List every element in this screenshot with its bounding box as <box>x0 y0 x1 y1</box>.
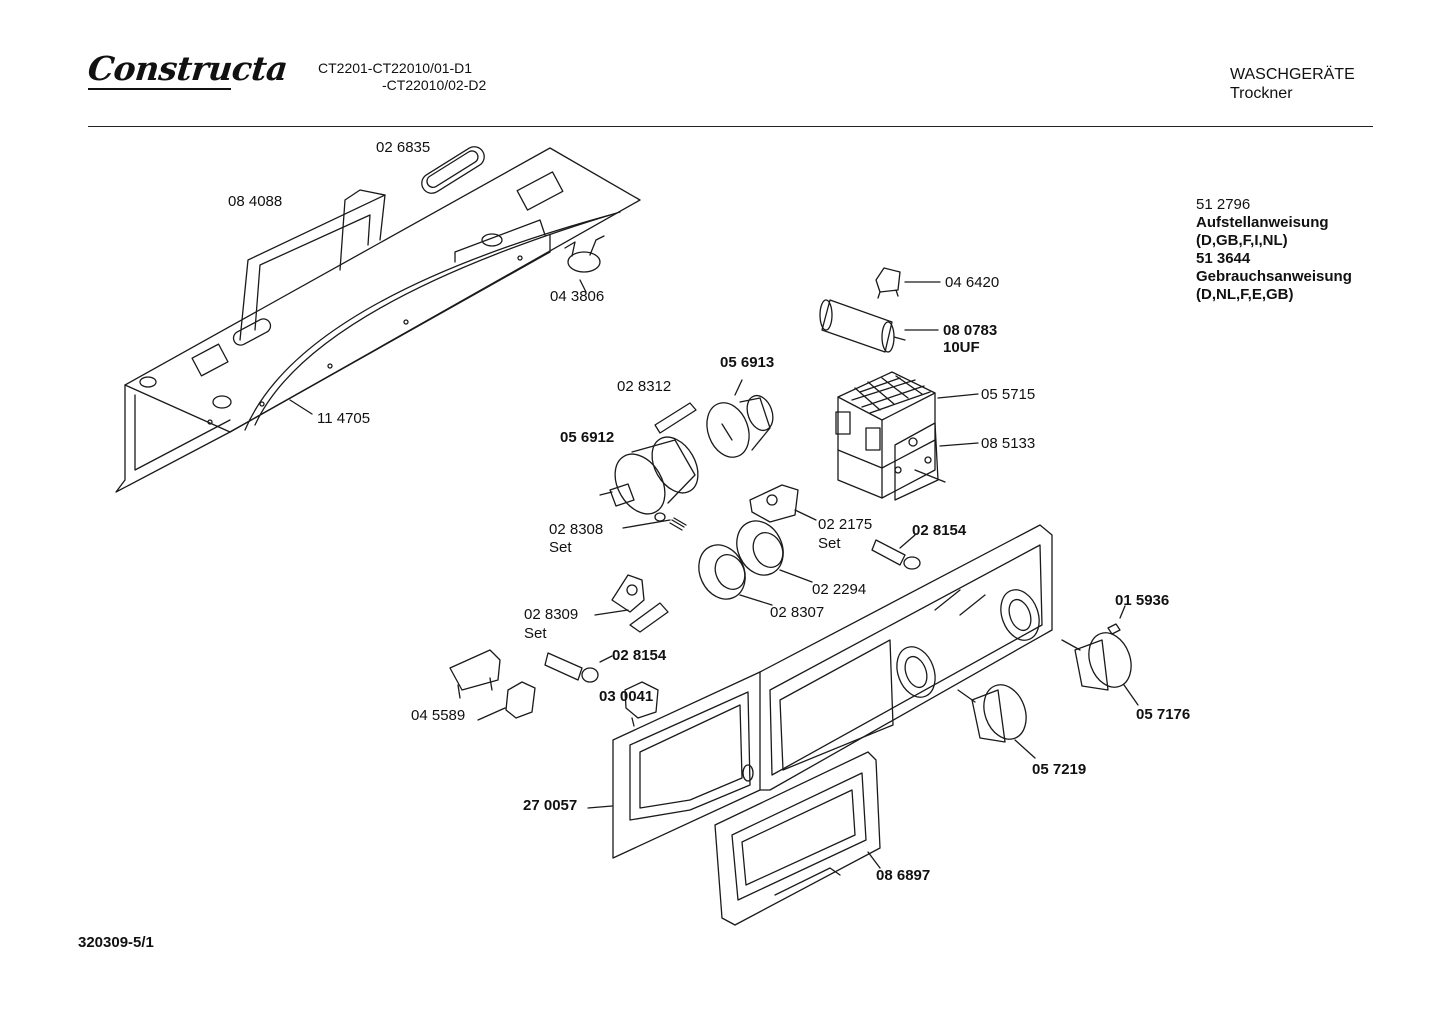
gears-drawing <box>690 513 812 606</box>
spring-set-drawing <box>623 513 686 530</box>
doc-languages-2: (D,NL,F,E,GB) <box>1196 286 1294 303</box>
part-label-022175: 02 2175 <box>818 516 873 533</box>
part-label-056913: 05 6913 <box>720 354 775 371</box>
part-label-055715: 05 5715 <box>981 386 1036 403</box>
panel-frame-drawing <box>116 148 640 492</box>
part-label-028308: 02 8308 <box>549 521 604 538</box>
part-label-084088: 08 4088 <box>228 193 283 210</box>
part-label-086897: 08 6897 <box>876 867 931 884</box>
logo-underline <box>88 88 231 90</box>
part-label-114705: 11 4705 <box>317 410 371 427</box>
part-label-056912: 05 6912 <box>560 429 615 446</box>
doc-title-1: Aufstellanweisung <box>1196 214 1329 231</box>
part-label-085133: 08 5133 <box>981 435 1036 452</box>
contact-clip-drawing <box>625 682 658 726</box>
part-label-015936: 01 5936 <box>1115 592 1170 609</box>
capacitor-drawing <box>820 300 938 352</box>
part-label-028154-lower: 02 8154 <box>612 647 667 664</box>
part-label-057219: 05 7219 <box>1032 761 1087 778</box>
latch-set-drawing <box>595 575 668 632</box>
grommet-drawing <box>418 143 488 197</box>
part-label-028312: 02 8312 <box>617 378 672 395</box>
model-number: CT2201-CT22010/01-D1 -CT22010/02-D2 <box>318 60 486 94</box>
bracket-set-drawing <box>750 485 816 522</box>
knob-057219-drawing <box>958 679 1035 758</box>
part-label-046420: 04 6420 <box>945 274 1000 291</box>
part-label-026835: 02 6835 <box>376 139 431 156</box>
part-label-057176: 05 7176 <box>1136 706 1191 723</box>
set-label-022175: Set <box>818 535 841 552</box>
lamp-upper-drawing <box>872 535 920 569</box>
suppressor-drawing <box>565 236 604 292</box>
documents-list: 51 2796 Aufstellanweisung (D,GB,F,I,NL) … <box>1196 196 1352 304</box>
header-divider <box>88 126 1373 127</box>
timer-drawing <box>836 372 978 500</box>
model-line-2: -CT22010/02-D2 <box>382 77 487 93</box>
category-subtitle: Trockner <box>1230 85 1293 102</box>
model-line-1: CT2201-CT22010/01-D1 <box>318 60 473 76</box>
part-label-270057: 27 0057 <box>523 797 578 814</box>
capacitance-label: 10UF <box>943 339 980 356</box>
drawing-number: 320309-5/1 <box>78 934 154 951</box>
part-label-028307: 02 8307 <box>770 604 825 621</box>
door-drawing <box>715 752 880 925</box>
front-panel-drawing <box>588 525 1052 858</box>
part-label-022294: 02 2294 <box>812 581 867 598</box>
doc-languages-1: (D,GB,F,I,NL) <box>1196 232 1288 249</box>
suppressor-clip-drawing <box>876 268 940 298</box>
lamp-lower-drawing <box>545 653 612 682</box>
knob-057176-drawing <box>1062 627 1138 705</box>
screw-015936-drawing <box>1108 606 1125 634</box>
category-block: WASCHGERÄTE Trockner <box>1230 65 1355 103</box>
rotary-switch-drawing <box>600 380 777 523</box>
set-label-028308: Set <box>549 539 572 556</box>
part-label-080783: 08 0783 <box>943 322 998 339</box>
part-label-030041: 03 0041 <box>599 688 654 705</box>
switch-block-drawing <box>450 650 535 720</box>
doc-number-2: 51 3644 <box>1196 250 1251 267</box>
part-label-045589: 04 5589 <box>411 707 466 724</box>
doc-number-1: 51 2796 <box>1196 196 1251 213</box>
part-label-043806: 04 3806 <box>550 288 605 305</box>
category-title: WASCHGERÄTE <box>1230 66 1355 83</box>
part-label-028309: 02 8309 <box>524 606 579 623</box>
part-label-028154-upper: 02 8154 <box>912 522 967 539</box>
doc-title-2: Gebrauchsanweisung <box>1196 268 1352 285</box>
set-label-028309: Set <box>524 625 547 642</box>
